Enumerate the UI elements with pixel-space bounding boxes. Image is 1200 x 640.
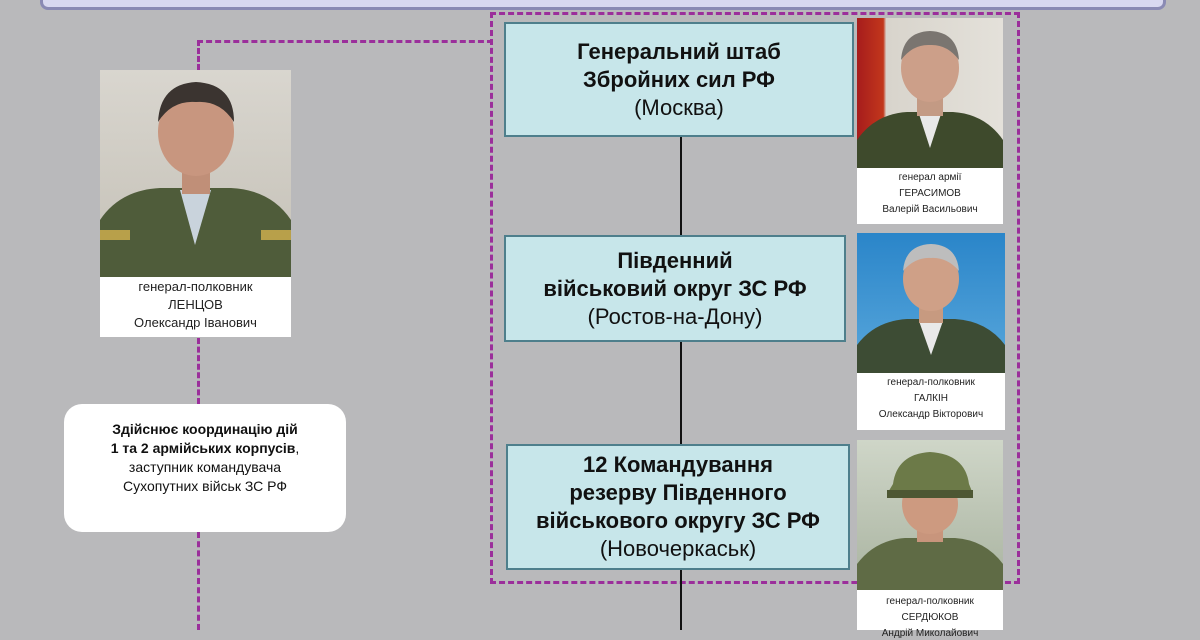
gerasimov-rank: генерал армії — [898, 172, 962, 183]
southern-district-title-1: Південний — [617, 247, 733, 273]
lentsov-surname: ЛЕНЦОВ — [168, 297, 223, 312]
galkin-surname: ГАЛКІН — [913, 393, 949, 404]
lentsov-rank: генерал-полковник — [138, 279, 253, 294]
command-chain-frame — [490, 12, 1020, 584]
serdyukov-surname: СЕРДЮКОВ — [901, 612, 959, 623]
lentsov-role-note: Здійснює координацію дій 1 та 2 армійськ… — [64, 404, 346, 532]
lentsov-photo — [100, 70, 291, 277]
serdyukov-rank: генерал-полковник — [886, 596, 974, 607]
reserve-command-location: (Новочеркаськ) — [599, 536, 757, 561]
general-staff-title-1: Генеральний штаб — [577, 38, 781, 64]
serdyukov-portrait-card: генерал-полковник СЕРДЮКОВ Андрій Микола… — [857, 440, 1003, 639]
note-line-4: Сухопутних військ ЗС РФ — [123, 478, 287, 494]
top-banner — [40, 0, 1166, 10]
general-staff-location: (Москва) — [634, 94, 724, 120]
galkin-photo — [857, 233, 1005, 373]
gerasimov-name: Валерій Васильович — [882, 204, 978, 215]
southern-district-box: Південний військовий округ ЗС РФ (Ростов… — [504, 235, 846, 342]
lentsov-connector-top — [197, 40, 200, 70]
galkin-rank: генерал-полковник — [887, 377, 975, 388]
lentsov-name: Олександр Іванович — [134, 315, 257, 330]
hierarchy-line-1 — [680, 137, 682, 235]
lentsov-connector-bottom — [197, 532, 200, 630]
gerasimov-surname: ГЕРАСИМОВ — [899, 188, 961, 199]
hierarchy-line-2 — [680, 342, 682, 444]
reserve-command-title-3: військового округу ЗС РФ — [536, 508, 820, 533]
southern-district-title-2: військовий округ ЗС РФ — [543, 275, 807, 301]
reserve-command-box: 12 Командування резерву Південного війсь… — [506, 444, 850, 570]
lentsov-connector-horizontal — [197, 40, 493, 43]
galkin-name: Олександр Вікторович — [878, 409, 984, 420]
note-line-2-suffix: , — [295, 440, 300, 456]
note-line-2: 1 та 2 армійських корпусів, — [64, 439, 346, 458]
lentsov-connector-middle — [197, 338, 200, 404]
note-line-3: заступник командувача — [128, 459, 282, 475]
southern-district-location: (Ростов-на-Дону) — [587, 303, 763, 329]
reserve-command-title-1: 12 Командування — [582, 452, 774, 477]
hierarchy-line-3 — [680, 570, 682, 630]
reserve-command-title-2: резерву Південного — [569, 480, 787, 505]
serdyukov-photo — [857, 440, 1003, 590]
galkin-portrait-card: генерал-полковник ГАЛКІН Олександр Вікто… — [857, 233, 1005, 430]
general-staff-title-2: Збройних сил РФ — [583, 66, 775, 92]
general-staff-box: Генеральний штаб Збройних сил РФ (Москва… — [504, 22, 854, 137]
note-line-2-bold: 1 та 2 армійських корпусів — [110, 440, 296, 456]
note-line-1: Здійснює координацію дій — [112, 421, 298, 437]
gerasimov-photo — [857, 18, 1003, 168]
gerasimov-portrait-card: генерал армії ГЕРАСИМОВ Валерій Васильов… — [857, 18, 1003, 224]
lentsov-portrait-card: генерал-полковник ЛЕНЦОВ Олександр Івано… — [100, 70, 291, 337]
serdyukov-name: Андрій Миколайович — [881, 628, 979, 639]
